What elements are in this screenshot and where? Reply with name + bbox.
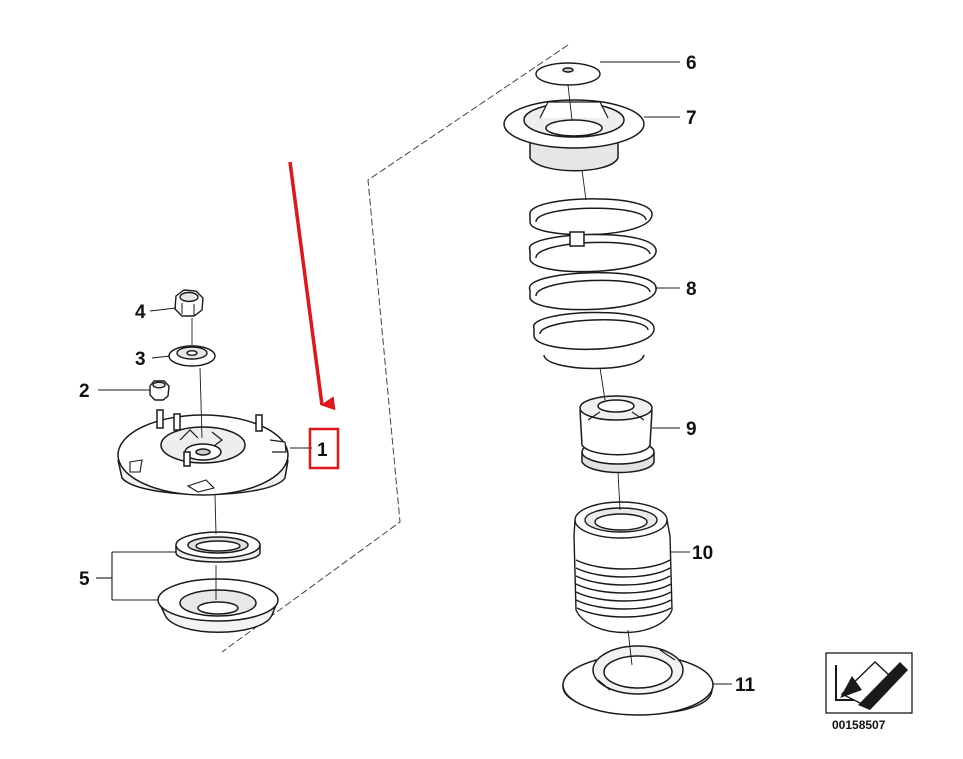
part-1-strut-mount[interactable] [117, 409, 289, 496]
part-5-upper-bearing[interactable] [175, 531, 261, 563]
part-7-spring-support[interactable] [503, 99, 645, 172]
callout-1[interactable]: 1 [317, 440, 328, 461]
assembly-boundary-line [221, 44, 569, 653]
highlight-arrow [288, 161, 336, 411]
leader-lines [96, 61, 732, 685]
callout-4[interactable]: 4 [135, 302, 146, 323]
part-10-boot[interactable] [573, 501, 673, 634]
callout-6[interactable]: 6 [686, 53, 697, 74]
callout-2[interactable]: 2 [79, 381, 90, 402]
callout-9[interactable]: 9 [686, 419, 697, 440]
part-8-coil-spring[interactable] [529, 198, 657, 370]
part-6-cap[interactable] [535, 62, 601, 86]
arrow-sign-icon [825, 652, 913, 714]
callout-8[interactable]: 8 [686, 279, 697, 300]
callout-7[interactable]: 7 [686, 108, 697, 129]
callout-3[interactable]: 3 [135, 349, 146, 370]
callout-1-highlight-box [308, 427, 340, 470]
callout-5[interactable]: 5 [79, 569, 90, 590]
diagram-code: 00158507 [832, 718, 886, 732]
part-2-nut[interactable] [149, 380, 170, 401]
part-9-bump-stop[interactable] [579, 395, 655, 474]
part-11-spring-pad[interactable] [562, 645, 714, 716]
callout-11[interactable]: 11 [735, 675, 756, 696]
part-3-washer[interactable] [168, 345, 216, 367]
part-5-spring-seat[interactable] [157, 578, 279, 633]
callout-10[interactable]: 10 [692, 543, 713, 564]
part-4-nut[interactable] [174, 289, 204, 317]
